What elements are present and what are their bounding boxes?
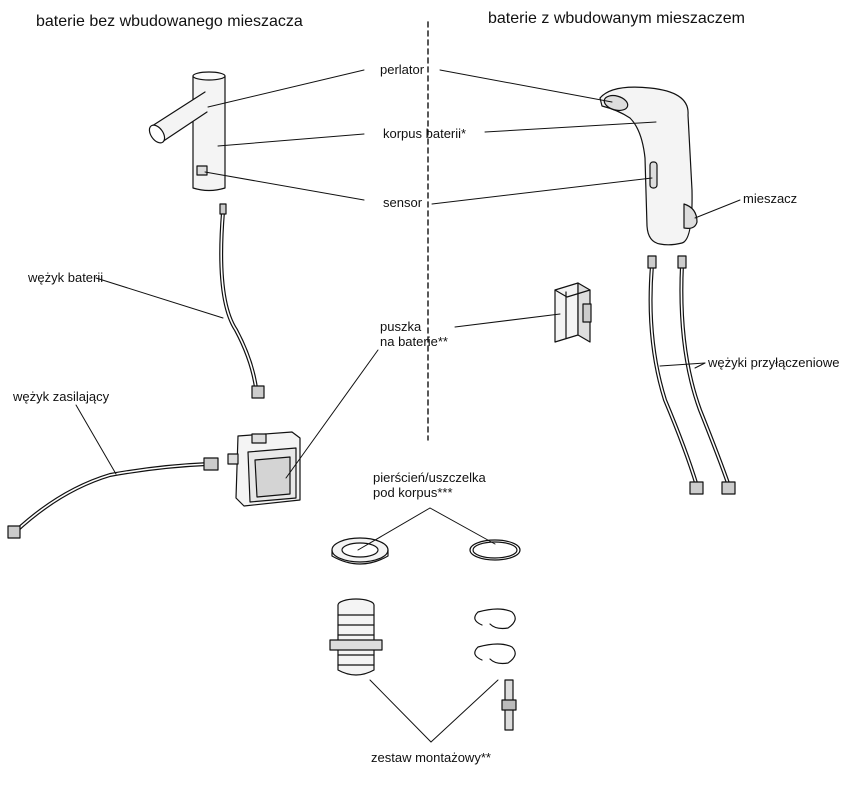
mounting-kit-illustration — [329, 598, 517, 731]
supply-box-illustration — [227, 431, 301, 507]
label-pierscien-line2: pod korpus*** — [373, 485, 453, 500]
label-wezyk-zasilajacy: wężyk zasilający — [13, 389, 110, 404]
battery-hose-illustration — [219, 203, 265, 399]
label-mieszacz: mieszacz — [743, 191, 798, 206]
label-zestaw-montazowy: zestaw montażowy** — [371, 750, 491, 765]
ring-seal-illustration — [331, 537, 521, 565]
label-korpus: korpus baterii* — [383, 126, 467, 141]
supply-hose-illustration — [7, 457, 219, 539]
heading-without-mixer: baterie bez wbudowanego mieszacza — [36, 13, 303, 30]
battery-box-illustration — [554, 282, 592, 343]
label-puszka-line2: na baterie** — [380, 334, 448, 349]
label-sensor: sensor — [383, 195, 423, 210]
connection-hoses-illustration — [647, 255, 736, 495]
label-wezyk-baterii: wężyk baterii — [28, 270, 104, 285]
faucet-left-illustration — [148, 71, 226, 192]
label-wezyki-przylaczeniowe: wężyki przyłączeniowe — [708, 355, 840, 370]
leader-lines — [75, 69, 741, 743]
label-puszka-line1: puszka — [380, 319, 422, 334]
label-pierscien-line1: pierścień/uszczelka — [373, 470, 486, 485]
label-perlator: perlator — [380, 62, 425, 77]
faucet-right-illustration — [599, 86, 698, 246]
heading-with-mixer: baterie z wbudowanym mieszaczem — [488, 10, 745, 27]
